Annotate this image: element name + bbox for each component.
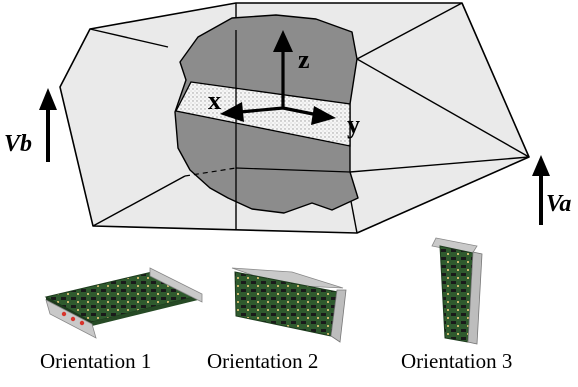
y-axis-label: y	[347, 110, 360, 139]
velocity-va	[532, 155, 550, 225]
va-label: Va	[546, 191, 571, 217]
circuit-board-orientation-2	[231, 267, 347, 343]
velocity-vb	[39, 88, 57, 162]
cutaway-region	[174, 14, 359, 214]
orientation-2-caption: Orientation 2	[207, 349, 319, 373]
circuit-board-orientation-1	[44, 267, 203, 339]
y-arrow-head	[311, 106, 336, 125]
orientation-3-caption: Orientation 3	[401, 349, 513, 373]
va-arrow-head	[532, 155, 550, 176]
coordinate-axes	[220, 30, 336, 125]
interior-edge-lower	[235, 167, 351, 173]
side-bracket	[330, 289, 347, 343]
circuit-board-orientation-3	[431, 237, 483, 345]
dotted-layer	[175, 81, 351, 147]
vb-label: Vb	[4, 131, 32, 157]
orientation-1-caption: Orientation 1	[40, 349, 152, 373]
vb-arrow-head	[39, 88, 57, 110]
x-axis-label: x	[208, 86, 221, 115]
x-arrow-head	[220, 102, 244, 122]
vertical-bracket	[467, 251, 483, 345]
z-axis-label: z	[298, 45, 310, 74]
z-arrow-head	[273, 30, 293, 52]
